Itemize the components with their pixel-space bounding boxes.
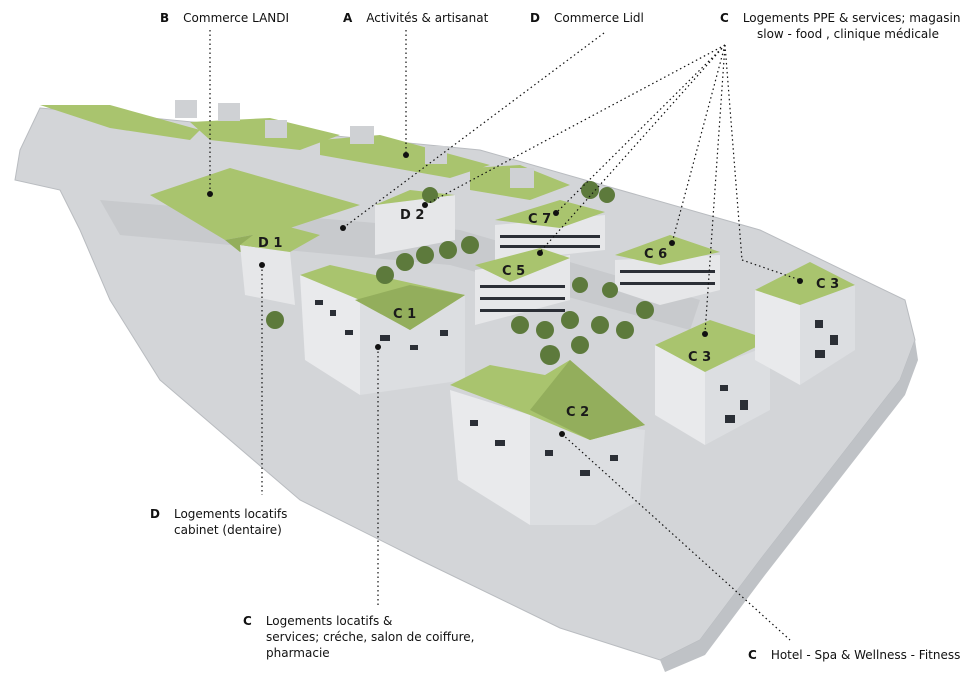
roof-box — [510, 168, 534, 188]
callout-commerce-lidl: D Commerce Lidl — [530, 10, 644, 26]
plot-label-c5: C 5 — [502, 264, 525, 279]
window-pattern — [315, 235, 838, 476]
plot-label-c3b: C 3 — [816, 277, 839, 292]
callout-logements-locatifs-services: C Logements locatifs & services; créche, … — [243, 613, 475, 661]
callout-logements-ppe: C Logements PPE & services; magasin slow … — [720, 10, 960, 42]
callout-letter: C — [720, 11, 729, 25]
callout-text-line1: Logements locatifs & — [265, 614, 393, 628]
callout-hotel-spa: C Hotel - Spa & Wellness - Fitness — [748, 647, 960, 663]
plot-label-c6: C 6 — [644, 247, 667, 262]
callout-letter: D — [150, 507, 160, 521]
callout-letter: C — [748, 648, 757, 662]
callout-logements-locatifs-dentaire: D Logements locatifs cabinet (dentaire) — [150, 506, 287, 538]
plot-label-d1: D 1 — [258, 236, 282, 251]
trees — [266, 181, 654, 365]
callout-letter: C — [243, 614, 252, 628]
callout-letter: A — [343, 11, 353, 25]
building-c7-facade — [495, 215, 605, 262]
plot-label-c7: C 7 — [528, 212, 551, 227]
plot-label-c2: C 2 — [566, 405, 589, 420]
roof-box — [218, 103, 240, 121]
callout-text: Activités & artisanat — [366, 11, 489, 25]
callout-activites-artisanat: A Activités & artisanat — [343, 10, 488, 26]
callout-text-line3: pharmacie — [266, 646, 330, 660]
callout-text-line2: services; créche, salon de coiffure, — [266, 630, 475, 644]
building-d1-facade — [240, 245, 295, 305]
callout-text: Hotel - Spa & Wellness - Fitness — [770, 648, 961, 662]
roof-box — [175, 100, 197, 118]
callout-text: Commerce LANDI — [183, 11, 290, 25]
callout-letter: B — [160, 11, 170, 25]
building-b-roof — [150, 168, 360, 240]
building-c3a-facade-left — [655, 345, 705, 445]
building-d2-facade — [375, 195, 455, 255]
plot-label-d2: D 2 — [400, 208, 424, 223]
building-c6-roof — [615, 235, 720, 265]
building-c5-roof — [475, 248, 570, 282]
building-c1-roof-peak — [355, 285, 465, 330]
building-a-roof — [40, 105, 200, 140]
callout-letter: D — [530, 11, 540, 25]
building-c3b-facade-left — [755, 290, 800, 385]
callout-text-line2: cabinet (dentaire) — [174, 523, 282, 537]
roof-box — [350, 126, 374, 144]
callout-text-line2: slow - food , clinique médicale — [757, 27, 939, 41]
callout-text-line1: Logements locatifs — [173, 507, 288, 521]
building-c2-roof-peak — [530, 360, 645, 440]
building-c3a-roof — [655, 320, 770, 372]
plot-label-c1: C 1 — [393, 307, 416, 322]
building-c3a-facade-right — [705, 345, 770, 445]
leader-lines — [209, 30, 801, 641]
callout-text: Commerce Lidl — [553, 11, 644, 25]
leader-dots — [207, 152, 803, 437]
building-d1-roof — [240, 222, 320, 252]
building-c6-facade — [615, 255, 720, 305]
building-c3b-facade-right — [800, 285, 855, 385]
roof-box — [265, 120, 287, 138]
roof-box — [425, 146, 447, 164]
plot-label-c3a: C 3 — [688, 350, 711, 365]
building-c7-roof — [495, 200, 605, 228]
callout-commerce-landi: B Commerce LANDI — [160, 10, 289, 26]
building-c3b-roof — [755, 262, 855, 305]
callout-text-line1: Logements PPE & services; magasin — [742, 11, 961, 25]
